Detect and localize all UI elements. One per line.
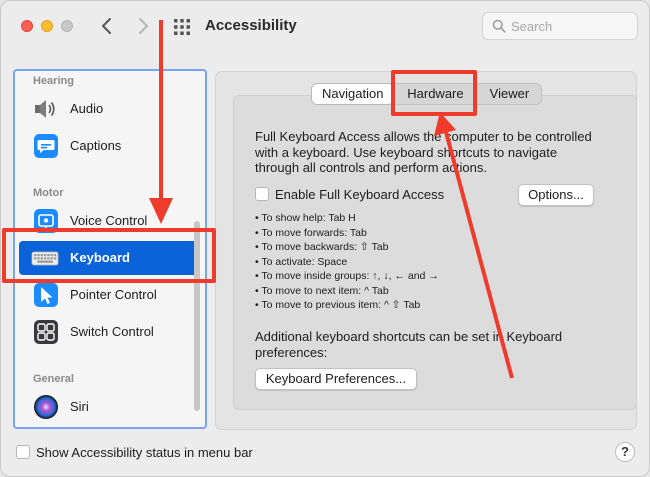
captions-icon bbox=[34, 134, 58, 158]
help-button[interactable]: ? bbox=[615, 442, 635, 462]
sidebar-item-audio[interactable]: Audio bbox=[19, 92, 199, 126]
search-input[interactable] bbox=[511, 17, 631, 35]
sidebar-item-label: Pointer Control bbox=[70, 287, 157, 302]
sidebar-item-siri[interactable]: Siri bbox=[19, 390, 199, 424]
sidebar-item-label: Audio bbox=[70, 101, 104, 116]
section-label-motor: Motor bbox=[33, 187, 64, 199]
search-icon bbox=[492, 19, 506, 33]
tab-bar: Navigation Hardware Viewer bbox=[311, 83, 543, 105]
sidebar-item-label: Captions bbox=[70, 138, 122, 153]
list-item: • To move forwards: Tab bbox=[255, 226, 367, 239]
section-label-hearing: Hearing bbox=[33, 75, 74, 87]
list-item: • To move backwards: ⇧ Tab bbox=[255, 241, 389, 253]
sidebar-item-label: Voice Control bbox=[70, 213, 148, 228]
sidebar-item-voice-control[interactable]: Voice Control bbox=[19, 204, 199, 238]
section-label-general: General bbox=[33, 373, 74, 385]
shortcut-list: • To show help: Tab H • To move forwards… bbox=[255, 211, 439, 313]
sidebar: Hearing Audio Captions Motor bbox=[13, 69, 207, 429]
enable-full-keyboard-access-checkbox[interactable] bbox=[255, 187, 269, 201]
siri-icon bbox=[34, 395, 58, 419]
sidebar-item-label: Siri bbox=[70, 399, 89, 414]
sidebar-scrollbar[interactable] bbox=[194, 221, 200, 411]
tab-navigation[interactable]: Navigation bbox=[312, 84, 394, 104]
search-field[interactable] bbox=[482, 12, 638, 40]
options-button[interactable]: Options... bbox=[518, 184, 594, 206]
close-window-button[interactable] bbox=[21, 20, 33, 32]
keyboard-preferences-button[interactable]: Keyboard Preferences... bbox=[255, 368, 417, 390]
show-all-button[interactable] bbox=[171, 16, 193, 38]
forward-button[interactable] bbox=[133, 15, 153, 37]
tab-viewer[interactable]: Viewer bbox=[489, 86, 530, 101]
speaker-icon bbox=[35, 100, 55, 118]
list-item: • To activate: Space bbox=[255, 255, 348, 268]
list-item: • To move inside groups: ↑, ↓, ← and → bbox=[255, 270, 439, 282]
sidebar-item-keyboard[interactable]: Keyboard bbox=[19, 241, 199, 275]
switch-control-icon bbox=[34, 320, 58, 344]
show-status-label[interactable]: Show Accessibility status in menu bar bbox=[36, 445, 253, 460]
list-item: • To move to next item: ^ Tab bbox=[255, 284, 389, 297]
back-button[interactable] bbox=[97, 15, 117, 37]
window-title: Accessibility bbox=[205, 17, 297, 34]
list-item: • To move to previous item: ^ ⇧ Tab bbox=[255, 299, 421, 311]
show-status-checkbox[interactable] bbox=[16, 445, 30, 459]
pointer-icon bbox=[34, 283, 58, 307]
zoom-window-button[interactable] bbox=[61, 20, 73, 32]
sidebar-item-label: Keyboard bbox=[70, 250, 130, 265]
list-item: • To show help: Tab H bbox=[255, 212, 356, 224]
voice-control-icon bbox=[34, 209, 58, 233]
sidebar-item-label: Switch Control bbox=[70, 324, 154, 339]
chevron-left-icon bbox=[102, 18, 111, 34]
enable-full-keyboard-access-label[interactable]: Enable Full Keyboard Access bbox=[275, 187, 445, 202]
description-text: Full Keyboard Access allows the computer… bbox=[255, 129, 592, 175]
keyboard-icon bbox=[31, 251, 59, 266]
minimize-window-button[interactable] bbox=[41, 20, 53, 32]
tab-content-box bbox=[233, 95, 637, 410]
sidebar-item-pointer-control[interactable]: Pointer Control bbox=[19, 278, 199, 312]
grid-icon bbox=[174, 19, 190, 35]
sidebar-item-captions[interactable]: Captions bbox=[19, 129, 199, 163]
sidebar-item-switch-control[interactable]: Switch Control bbox=[19, 315, 199, 349]
tab-hardware[interactable]: Hardware bbox=[407, 86, 464, 101]
titlebar: Accessibility bbox=[1, 1, 649, 53]
chevron-right-icon bbox=[139, 18, 148, 34]
additional-shortcuts-text: Additional keyboard shortcuts can be set… bbox=[255, 329, 563, 360]
